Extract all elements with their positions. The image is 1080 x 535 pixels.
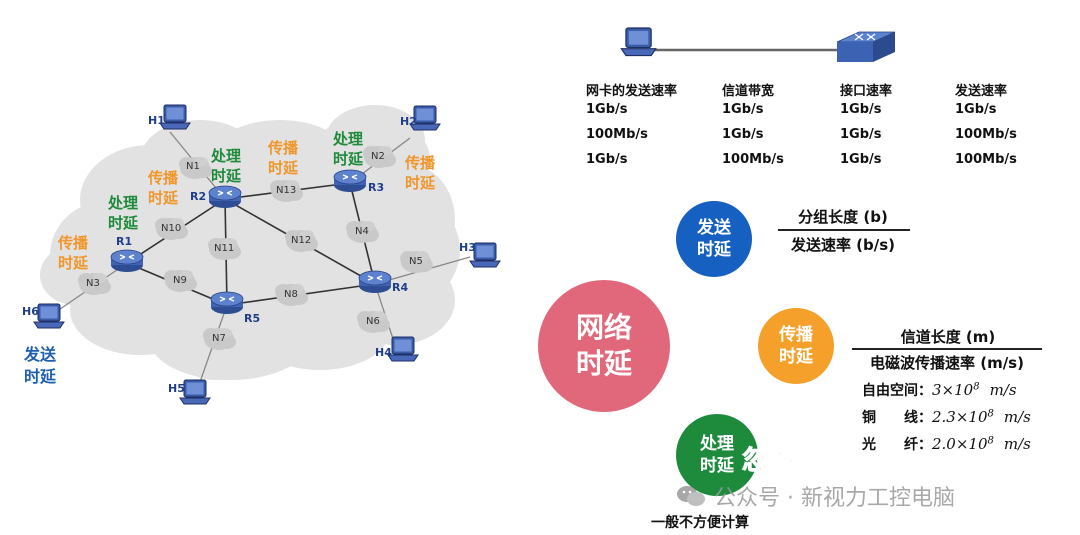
header-interface-rate: 接口速率 [840,84,893,99]
header-send-rate: 发送速率 [955,84,1008,99]
router-label-r2: R2 [190,190,207,203]
watermark-text: 公众号 · 新视力工控电脑 [714,486,955,511]
node-n9: N9 [173,275,187,286]
label-propagation-delay-2: 传播 时延 [148,169,179,207]
node-n11: N11 [214,243,235,254]
node-n1: N1 [186,161,200,172]
medium-name: 自由空间： [862,383,932,399]
medium-row-copper: 铜 线：2.3×108 m/s [862,407,1031,427]
send-delay-label: 发送 时延 [697,218,731,260]
label-processing-delay-r1: 处理 时延 [108,194,139,232]
host-label-h1: H1 [148,114,165,127]
node-n2: N2 [371,151,385,162]
medium-exp: 8 [987,435,994,447]
network-delay-label: 网络 时延 [575,311,632,380]
network-diagram [33,104,501,405]
ignore-label: 忽略 [741,446,795,477]
node-n4: N4 [355,226,369,237]
medium-unit: m/s [1003,435,1031,453]
medium-unit: m/s [989,381,1017,399]
host-label-h6: H6 [22,305,39,318]
medium-name: 铜 线： [862,410,932,426]
medium-value: 2.0×10 [932,435,988,453]
node-n7: N7 [212,333,226,344]
prop-formula-numerator: 信道长度 (m) [900,328,996,346]
label-propagation-delay-1: 传播 时延 [58,234,89,272]
proc-note: 一般不方便计算 [651,515,749,531]
prop-delay-label: 传播 时延 [779,325,813,367]
network-delay-circle: 网络 时延 [538,280,670,412]
header-nic-rate: 网卡的发送速率 [586,84,678,99]
medium-exp: 8 [987,408,994,420]
medium-name: 光 纤： [862,437,932,453]
table-cell: 1Gb/s [722,102,764,117]
table-cell: 100Mb/s [586,127,648,142]
medium-exp: 8 [973,381,980,393]
medium-value: 3×10 [932,381,974,399]
router-icon-r3 [333,169,367,193]
table-cell: 1Gb/s [840,102,882,117]
router-label-r1: R1 [116,235,133,248]
medium-row-fiber: 光 纤：2.0×108 m/s [862,434,1031,454]
node-n10: N10 [161,223,182,234]
table-cell: 1Gb/s [722,127,764,142]
label-propagation-delay-3: 传播 时延 [268,139,299,177]
medium-row-free-space: 自由空间：3×108 m/s [862,380,1017,400]
label-propagation-delay-4: 传播 时延 [405,154,436,192]
header-channel-bandwidth: 信道带宽 [722,84,775,99]
watermark: 公众号 · 新视力工控电脑 [676,480,955,512]
router-icon-r2 [208,185,242,209]
host-label-h5: H5 [168,382,185,395]
router-label-r3: R3 [368,181,385,194]
router-icon-r1 [110,249,144,273]
label-processing-delay-r2: 处理 时延 [211,147,242,185]
table-cell: 1Gb/s [955,102,997,117]
switch-icon [836,31,896,62]
send-formula-rule [778,229,910,231]
table-cell: 1Gb/s [586,102,628,117]
node-n3: N3 [86,278,100,289]
link-diagram [620,27,896,62]
host-label-h3: H3 [459,241,476,254]
node-n12: N12 [291,235,312,246]
prop-formula-denominator: 电磁波传播速率 (m/s) [870,354,1024,372]
medium-value: 2.3×10 [932,408,988,426]
prop-delay-circle: 传播 时延 [758,308,834,384]
router-label-r4: R4 [392,281,409,294]
send-formula-denominator: 发送速率 (b/s) [790,236,896,254]
table-cell: 100Mb/s [722,152,784,167]
table-cell: 100Mb/s [955,127,1017,142]
label-transmission-delay-h6: 发送 时延 [24,345,57,386]
table-cell: 100Mb/s [955,152,1017,167]
node-n8: N8 [284,289,298,300]
proc-delay-circle: 处理 时延 [676,414,758,496]
laptop-icon-nic [620,27,657,57]
router-label-r5: R5 [244,312,261,325]
router-icon-r4 [358,270,392,294]
wechat-icon [677,486,705,506]
label-processing-delay-r3: 处理 时延 [333,130,364,168]
node-n5: N5 [409,256,423,267]
table-cell: 1Gb/s [840,127,882,142]
proc-delay-label: 处理 时延 [700,434,734,476]
medium-unit: m/s [1003,408,1031,426]
node-n13: N13 [276,185,297,196]
send-delay-circle: 发送 时延 [676,201,752,277]
table-cell: 1Gb/s [586,152,628,167]
prop-formula-rule [852,348,1042,350]
laptop-icon-h4 [387,336,419,362]
router-icon-r5 [210,291,244,315]
node-n6: N6 [366,316,380,327]
table-cell: 1Gb/s [840,152,882,167]
host-label-h2: H2 [400,115,417,128]
host-label-h4: H4 [375,346,392,359]
send-formula-numerator: 分组长度 (b) [798,208,888,226]
